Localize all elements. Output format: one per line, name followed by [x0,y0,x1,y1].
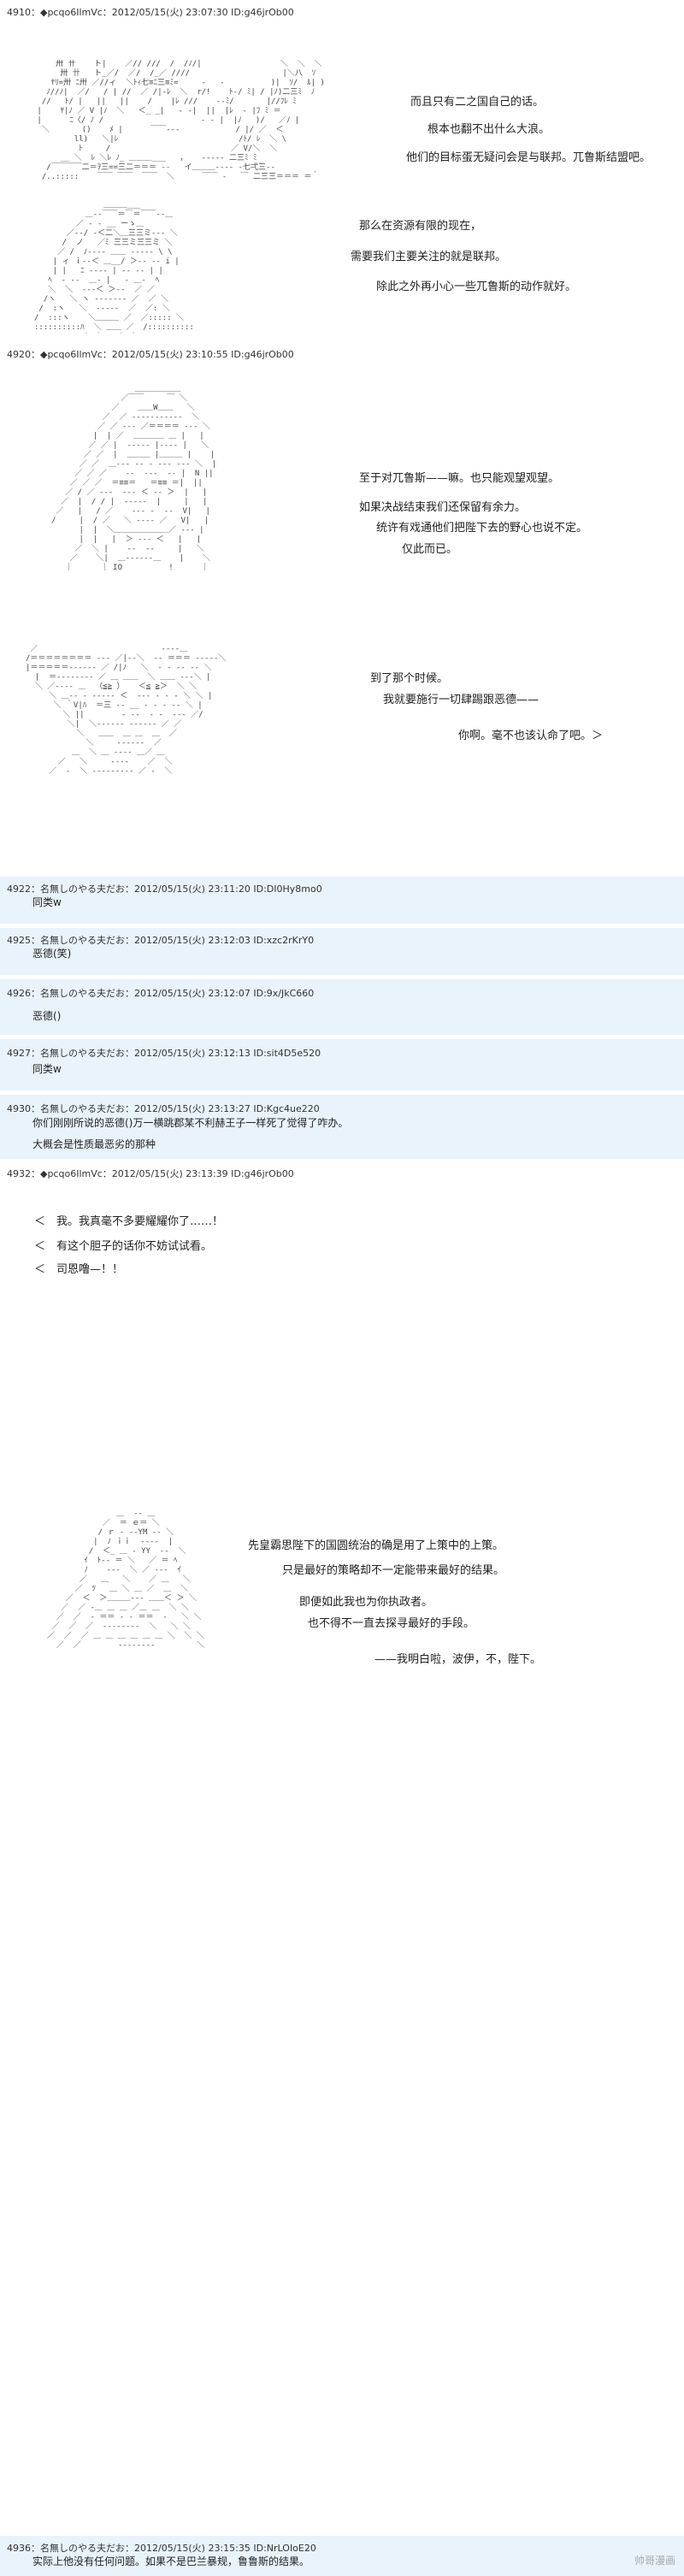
post-4910: 4910：◆pcqo6IlmVc：2012/05/15(火) 23:07:30 … [0,0,684,334]
post-4925: 4925：名無しのやる夫だお：2012/05/15(火) 23:12:03 ID… [0,928,684,975]
post-body: 恶德() [32,1010,62,1022]
dialog-line: 统许有戏通他们把陛下去的野心也说不定。 [376,522,588,535]
post-body: 实际上他没有任何问题。如果不是巴兰暴规，鲁鲁斯的结果。 [32,2555,310,2567]
ascii-art: ＿＿＿＿＿＿ ／￣￣ ￣ ＼ ／ ＿＿W＿＿ ＼ ／ ／ ‐‐‐‐‐‐‐‐‐‐‐… [51,385,217,572]
dialog-line: ——我明白啦，波伊，不，陛下。 [374,1653,542,1666]
dialog-line: 如果决战结束我们还保留有余力。 [359,501,527,514]
dialog-line: ＜ 有这个胆子的话你不妨试试看。 [34,1240,213,1253]
dialog-line: 也不得不一直去探寻最好的手段。 [308,1617,475,1630]
dialog-line: 他们的目标蛋无疑问会是与联邦。兀鲁斯结盟吧。 [406,151,652,164]
post-header: 4926：名無しのやる夫だお：2012/05/15(火) 23:12:07 ID… [7,988,315,999]
post-4930: 4930：名無しのやる夫だお：2012/05/15(火) 23:13:27 ID… [0,1095,684,1159]
post-header: 4922：名無しのやる夫だお：2012/05/15(火) 23:11:20 ID… [7,883,322,895]
post-body: 同类w [32,896,62,908]
dialog-line: 即便如此我也为你执政者。 [299,1596,433,1609]
post-4936: 4936：名無しのやる夫だお：2012/05/15(火) 23:15:35 ID… [0,2536,684,2576]
dialog-line: ＜ 我。我真毫不多要耀耀你了……！ [34,1215,224,1228]
post-header: 4925：名無しのやる夫だお：2012/05/15(火) 23:12:03 ID… [7,935,315,946]
post-4920: 4920：◆pcqo6IlmVc：2012/05/15(火) 23:10:55 … [0,342,684,872]
ascii-art: ／￣￣￣￣￣￣￣￣￣￣￣￣￣￣￣￣‐‐‐‐＿ /＝＝＝＝＝＝＝＝ ‐‐‐ ／|‐… [26,645,227,776]
dialog-line: 我就要施行一切肆踢跟恶德—— [383,694,540,706]
dialog-line: 仅此而已。 [402,543,458,556]
post-body: 大概会是性质最恶劣的那种 [32,1138,156,1150]
post-header: 4927：名無しのやる夫だお：2012/05/15(火) 23:12:13 ID… [7,1048,321,1059]
watermark: 帅哥漫画 [634,2555,675,2567]
post-4926: 4926：名無しのやる夫だお：2012/05/15(火) 23:12:07 ID… [0,979,684,1035]
dialog-line: 只是最好的策略却不一定能带来最好的结果。 [282,1564,505,1577]
dialog-line: 而且只有二之国自己的话。 [410,96,545,109]
post-header: 4920：◆pcqo6IlmVc：2012/05/15(火) 23:10:55 … [7,349,294,360]
dialog-line: 到了那个时候。 [370,672,449,685]
post-header: 4930：名無しのやる夫だお：2012/05/15(火) 23:13:27 ID… [7,1103,320,1114]
post-header: 4936：名無しのやる夫だお：2012/05/15(火) 23:15:35 ID… [7,2543,316,2554]
dialog-line: 先皇霸思陛下的国圆统治的确是用了上策中的上策。 [248,1539,504,1552]
post-4932: 4932：◆pcqo6IlmVc：2012/05/15(火) 23:13:39 … [0,1163,684,2536]
dialog-line: ＜ 司恩噜—！！ [34,1263,124,1276]
post-header: 4910：◆pcqo6IlmVc：2012/05/15(火) 23:07:30 … [7,7,294,18]
post-body: 同类w [32,1063,62,1075]
dialog-line: 你啊。毫不也该认命了吧。＞ [458,730,604,742]
post-header: 4932：◆pcqo6IlmVc：2012/05/15(火) 23:13:39 … [7,1168,294,1179]
post-4927: 4927：名無しのやる夫だお：2012/05/15(火) 23:12:13 ID… [0,1039,684,1090]
post-4922: 4922：名無しのやる夫だお：2012/05/15(火) 23:11:20 ID… [0,877,684,924]
dialog-line: 根本也翻不出什么大浪。 [428,123,551,136]
ascii-art: ＿ ‐‐ ＿ ／ ＝ ｅ＝ ＼ / ｒ ‐ ‐‐YM ‐‐ ＼ | ﾉ ｉｉ ‐… [47,1510,205,1650]
dialog-line: 需要我们主要关注的就是联邦。 [351,251,507,263]
post-body: 恶德(笑) [32,948,72,960]
dialog-line: 那么在资源有限的现在， [359,220,482,233]
ascii-art: ＿＿＿___ ＿‐‐￣￣＝￣＝￣￣‐‐＿ ／ ‐ ‐ __ ーゝ＿ ／‐‐/ ‐… [34,201,209,334]
ascii-art: 卅 卄 ト| ／// /// / /ﾉ/| ＼ ＼ ＼ 卅 卄 ト_／/ ／/ … [37,60,325,181]
dialog-line: 除此之外再小心一些兀鲁斯的动作就好。 [376,281,577,293]
dialog-line: 至于对兀鲁斯——嘛。也只能观望观望。 [359,472,560,485]
post-body: 你们刚刚所说的恶德()万一横跳郡某不利赫王子一样死了觉得了咋办。 [32,1117,349,1129]
